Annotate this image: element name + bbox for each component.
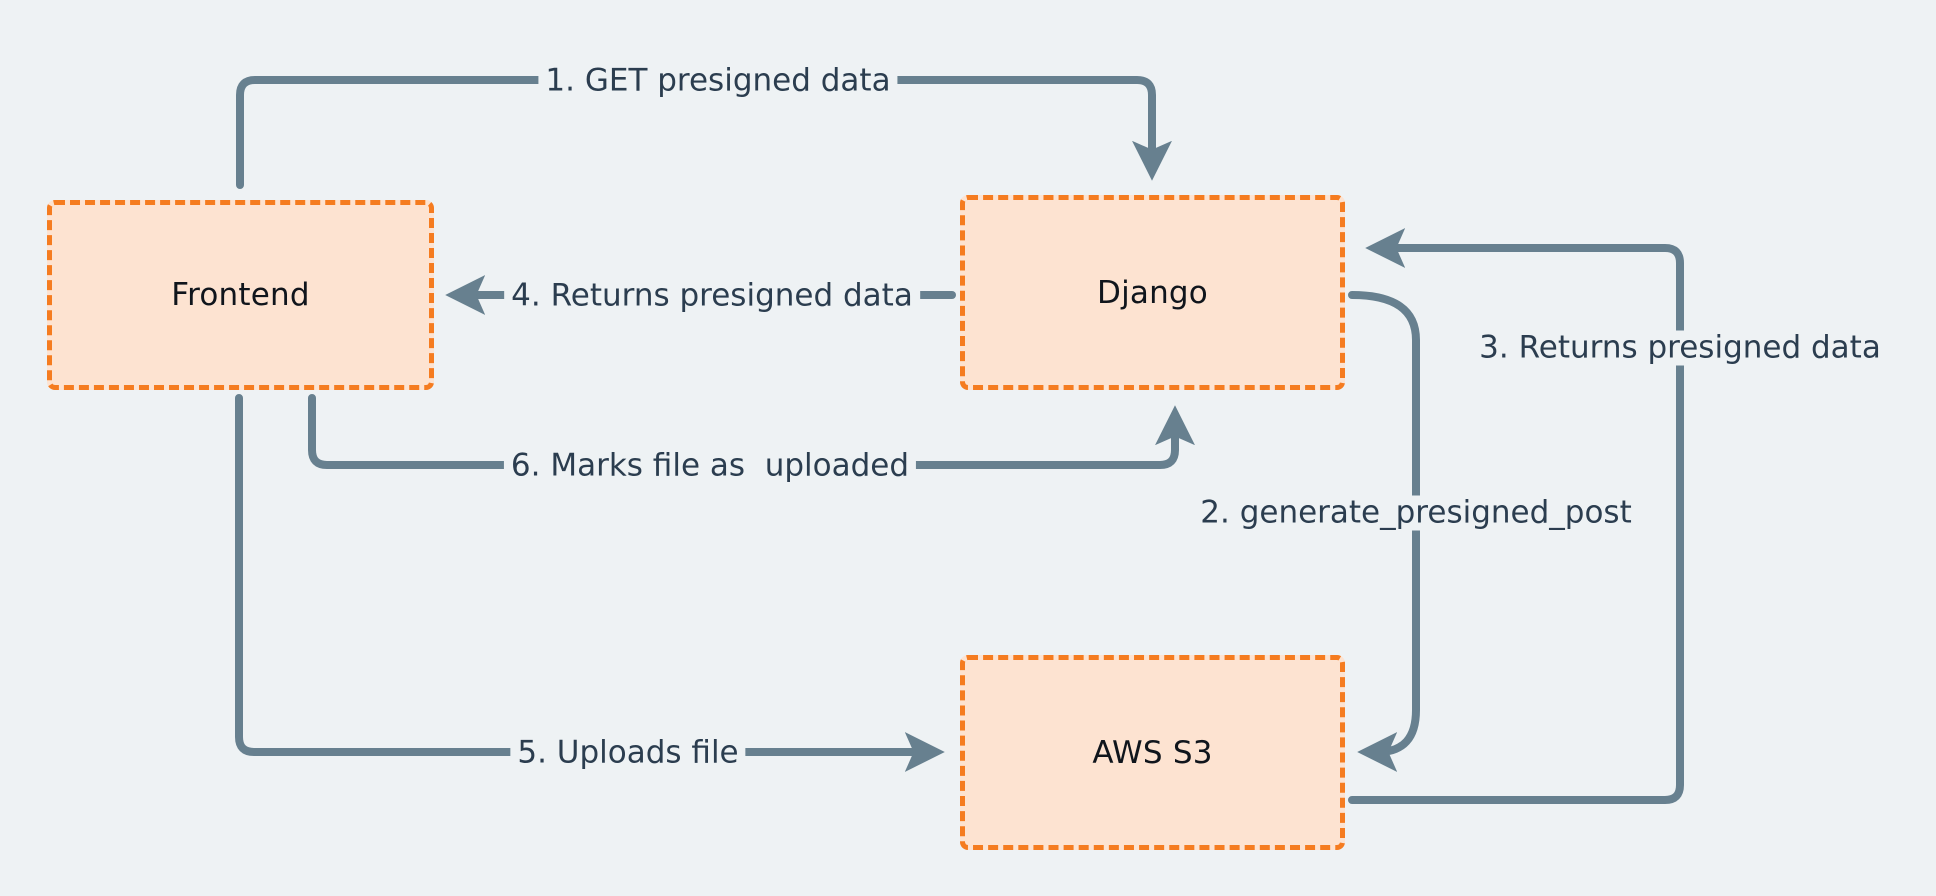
edge-5-path [235, 394, 945, 772]
node-django[interactable]: Django [960, 195, 1345, 390]
edge-label-5: 5. Uploads file [510, 735, 746, 771]
node-django-label: Django [1097, 274, 1208, 311]
edge-label-2: 2. generate_presigned_post [1193, 495, 1639, 531]
edge-label-3: 3. Returns presigned data [1472, 330, 1888, 366]
edge-label-1: 1. GET presigned data [538, 63, 898, 99]
node-aws-s3-label: AWS S3 [1092, 734, 1213, 771]
edge-3-path [1348, 228, 1684, 804]
edge-label-6: 6. Marks file as uploaded [503, 448, 917, 484]
node-frontend[interactable]: Frontend [47, 200, 434, 390]
node-frontend-label: Frontend [171, 277, 310, 313]
edge-label-4: 4. Returns presigned data [504, 278, 920, 314]
node-aws-s3[interactable]: AWS S3 [960, 655, 1345, 850]
